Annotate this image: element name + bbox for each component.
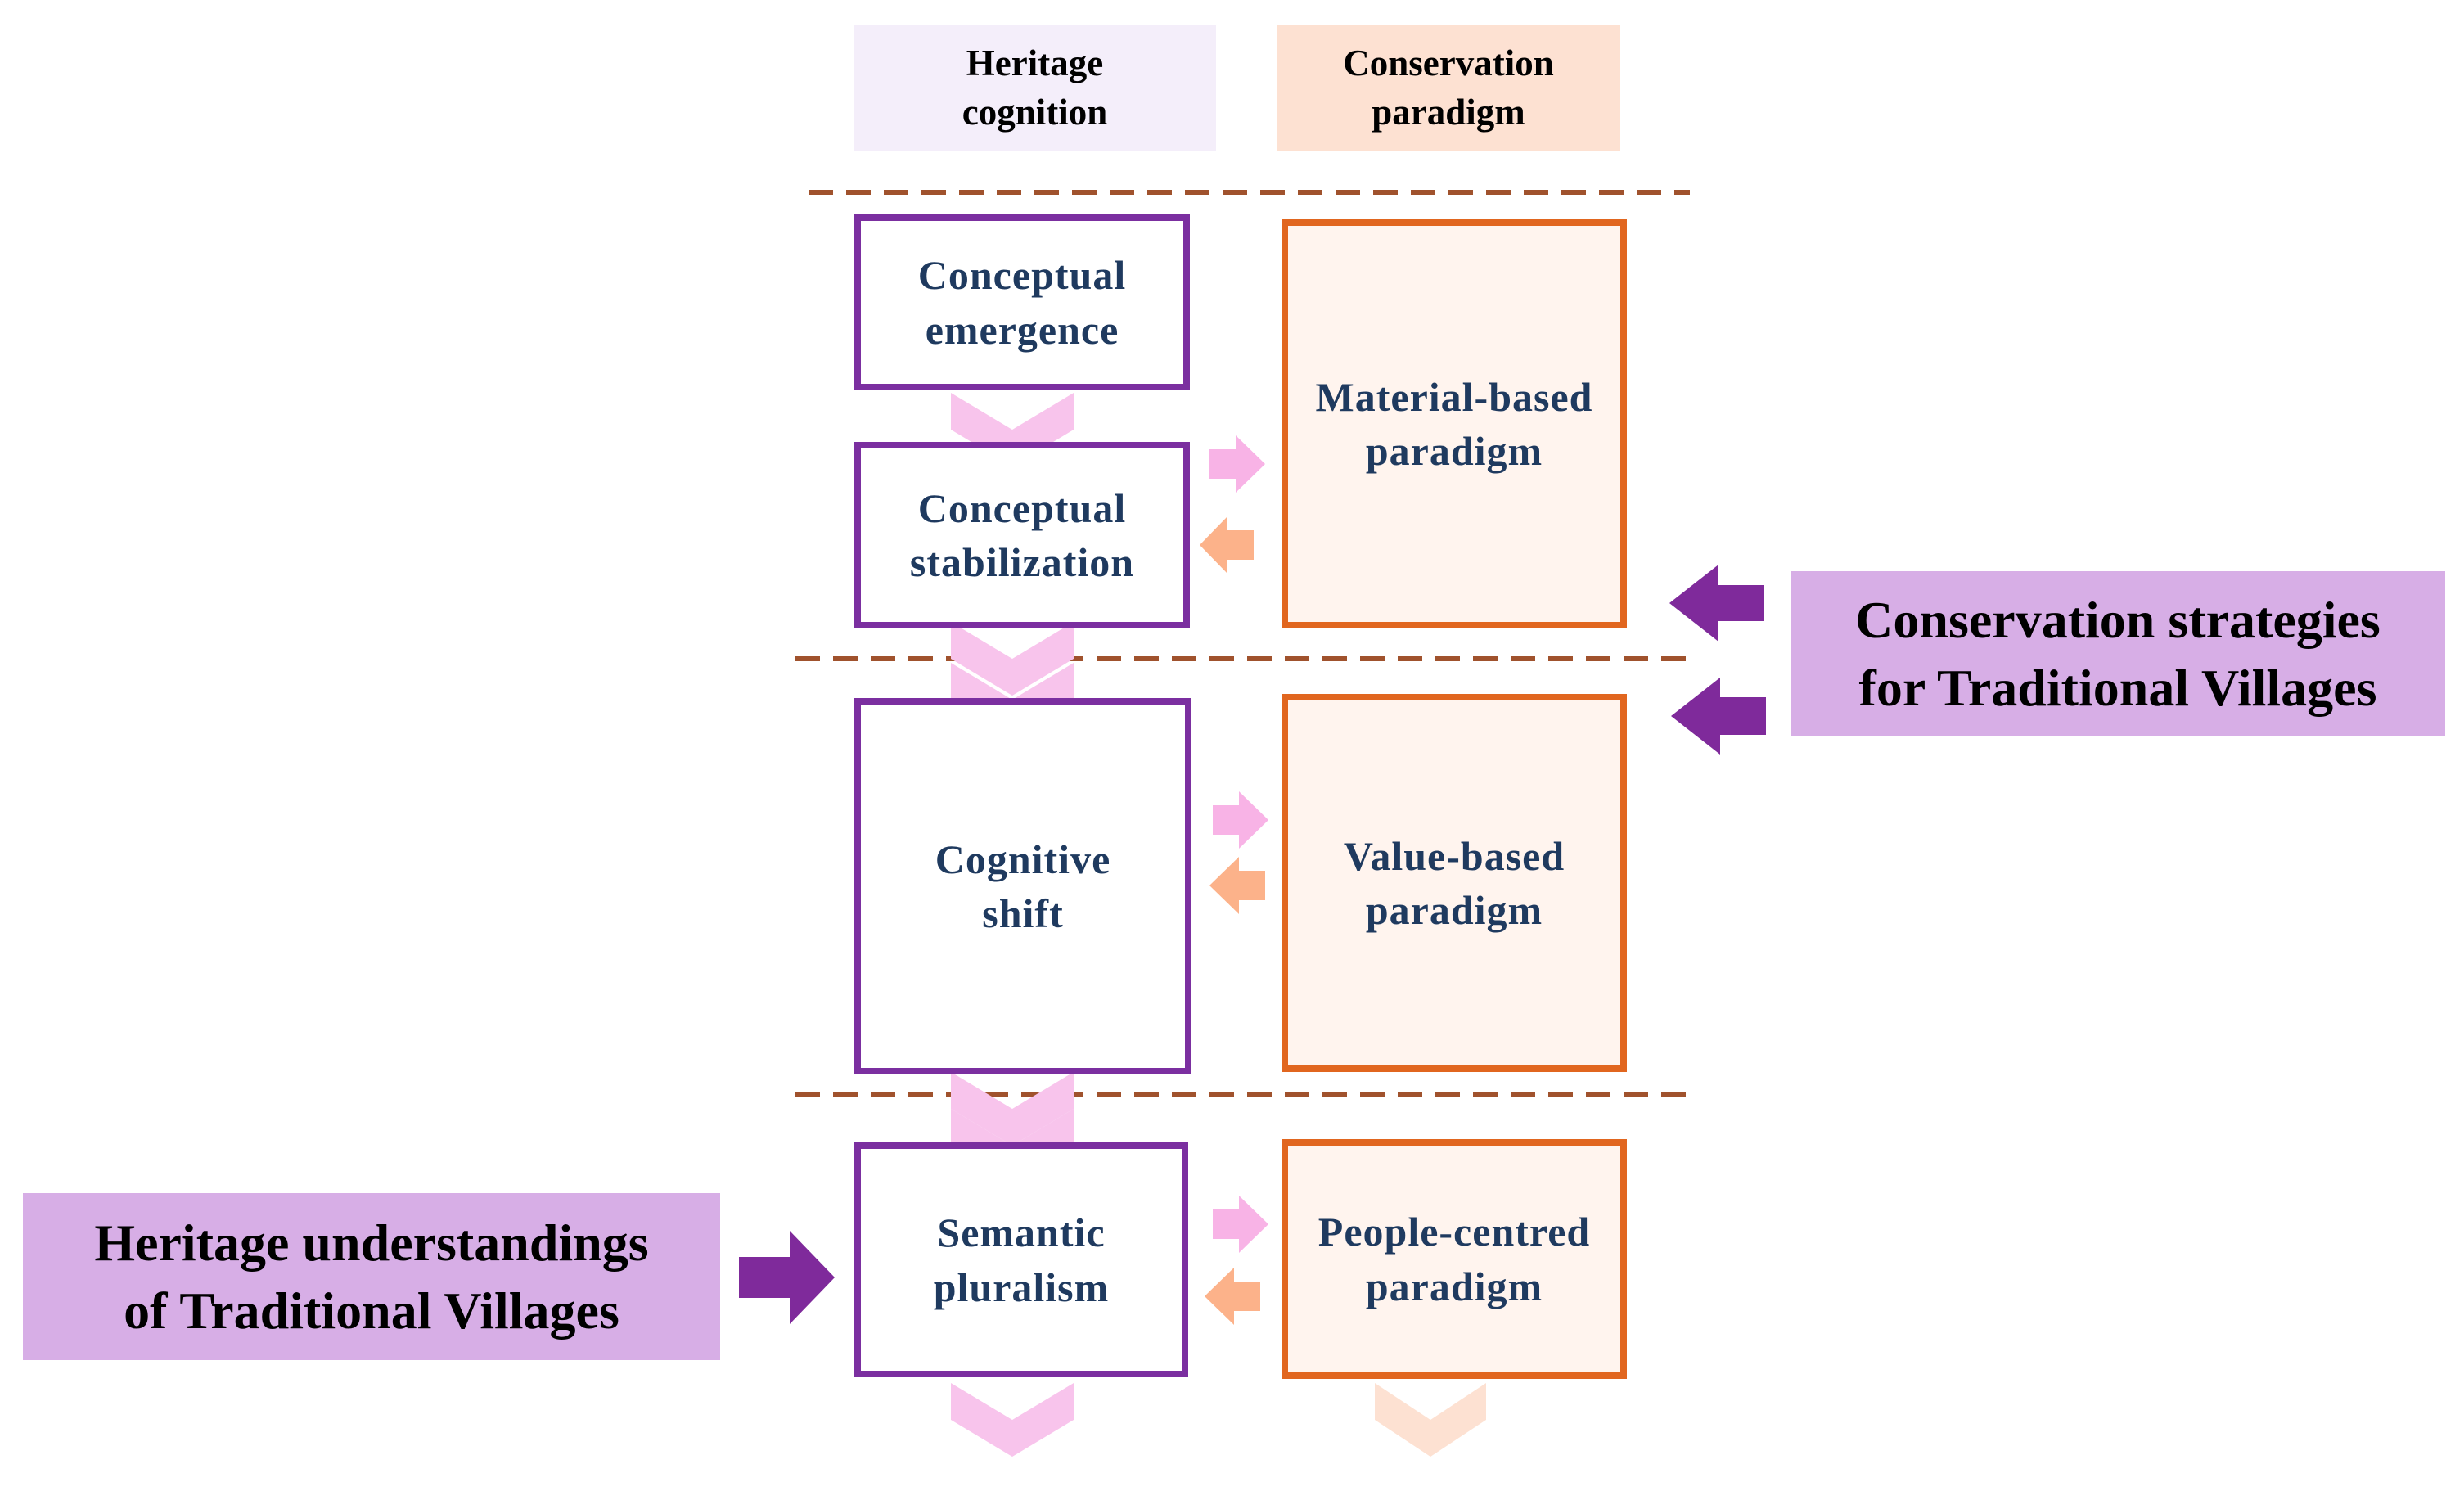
understanding-pointer-arrow-icon bbox=[739, 1231, 835, 1324]
paradigm-material-based: Material-based paradigm bbox=[1282, 219, 1627, 628]
stage-label-line1: Conceptual bbox=[917, 484, 1127, 531]
stage-conceptual-stabilization: Conceptual stabilization bbox=[854, 442, 1190, 628]
chevron-down-icon bbox=[1375, 1383, 1486, 1457]
paradigm-people-centred: People-centred paradigm bbox=[1282, 1139, 1627, 1379]
paradigm-label-line2: paradigm bbox=[1365, 1263, 1543, 1309]
paradigm-label-line2: paradigm bbox=[1365, 887, 1543, 933]
stage-label-line2: stabilization bbox=[909, 539, 1135, 585]
heritage-understandings-label: Heritage understandings of Traditional V… bbox=[23, 1193, 720, 1360]
arrow-left-icon bbox=[1209, 857, 1265, 914]
stage-label-line1: Cognitive bbox=[935, 836, 1111, 882]
conservation-paradigm-header: Conservation paradigm bbox=[1277, 25, 1620, 151]
stage-cognitive-shift: Cognitive shift bbox=[854, 698, 1191, 1074]
paradigm-label-line1: Material-based bbox=[1315, 373, 1593, 420]
heritage-understandings-line2: of Traditional Villages bbox=[124, 1282, 619, 1340]
conservation-strategies-label: Conservation strategies for Traditional … bbox=[1791, 571, 2445, 736]
arrow-right-icon bbox=[1213, 791, 1268, 849]
arrow-right-icon bbox=[1213, 1196, 1268, 1253]
paradigm-label-line1: Value-based bbox=[1343, 832, 1565, 879]
stage-conceptual-emergence: Conceptual emergence bbox=[854, 214, 1190, 390]
stage-label-line1: Conceptual bbox=[917, 252, 1127, 298]
arrow-right-icon bbox=[1209, 435, 1265, 493]
heritage-cognition-header: Heritage cognition bbox=[854, 25, 1216, 151]
stage-label-line1: Semantic bbox=[937, 1209, 1106, 1255]
paradigm-value-based: Value-based paradigm bbox=[1282, 694, 1627, 1072]
conservation-strategies-line2: for Traditional Villages bbox=[1858, 659, 2377, 717]
paradigm-label-line1: People-centred bbox=[1318, 1209, 1591, 1255]
stage-label-line2: shift bbox=[982, 890, 1064, 936]
stage-label-line2: pluralism bbox=[933, 1264, 1110, 1310]
chevron-down-icon bbox=[951, 1383, 1074, 1457]
heritage-understandings-line1: Heritage understandings bbox=[94, 1213, 649, 1272]
strategy-pointer-arrow-icon bbox=[1671, 678, 1766, 755]
stage-semantic-pluralism: Semantic pluralism bbox=[854, 1142, 1188, 1377]
strategy-pointer-arrow-icon bbox=[1669, 565, 1764, 642]
arrow-left-icon bbox=[1205, 1268, 1260, 1325]
paradigm-label-line2: paradigm bbox=[1365, 428, 1543, 474]
heritage-cognition-header-line1: Heritage bbox=[966, 42, 1104, 83]
stage-label-line2: emergence bbox=[925, 306, 1119, 353]
arrow-left-icon bbox=[1200, 516, 1254, 574]
chevron-down-icon bbox=[951, 622, 1074, 696]
conservation-strategies-line1: Conservation strategies bbox=[1855, 590, 2381, 649]
conservation-paradigm-header-line2: paradigm bbox=[1372, 91, 1525, 133]
conservation-paradigm-header-line1: Conservation bbox=[1343, 42, 1554, 83]
heritage-cognition-header-line2: cognition bbox=[962, 91, 1108, 133]
